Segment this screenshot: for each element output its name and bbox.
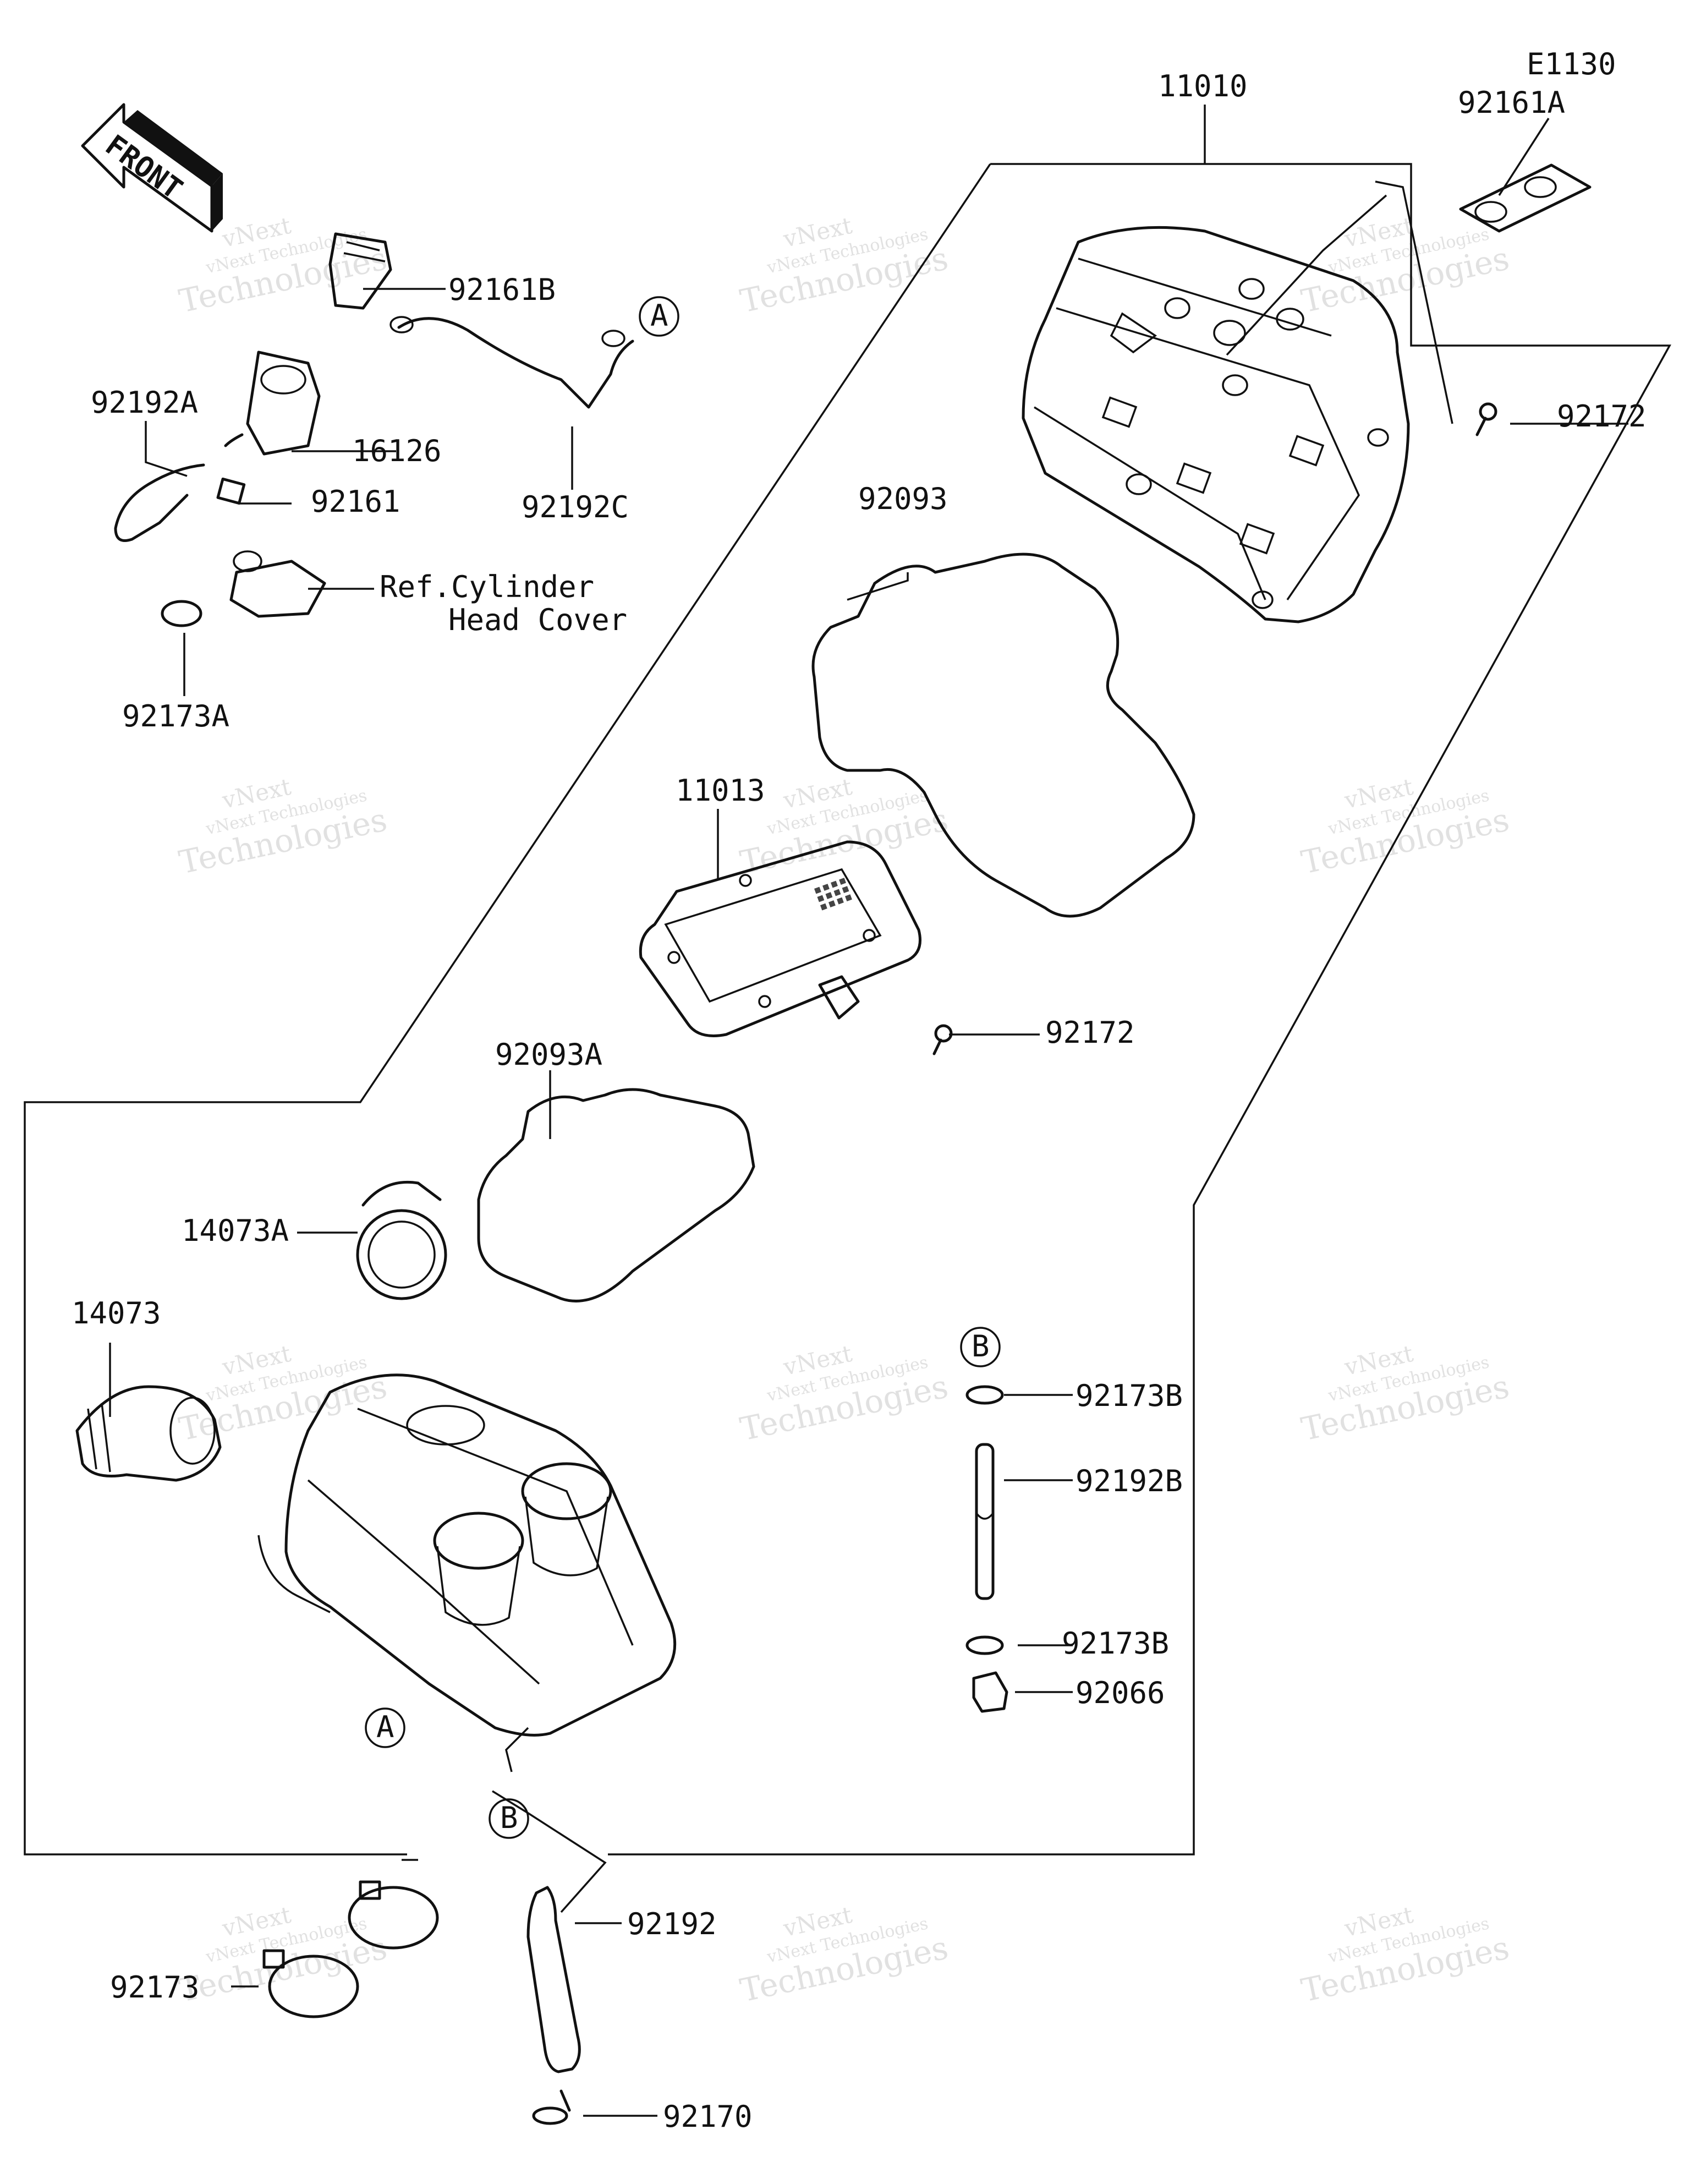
label-92170: 92170 — [663, 2099, 753, 2134]
label-92192a: 92192A — [91, 385, 198, 420]
screw-92172-mid — [932, 1024, 953, 1055]
marker-a-bottom: A — [365, 1707, 405, 1748]
clamp-92173a — [161, 600, 202, 627]
cap-92066 — [972, 1671, 1008, 1713]
air-cleaner-upper-housing — [1022, 226, 1410, 623]
watermark-6: vNext vNext Technologies Technologies — [1298, 773, 1513, 882]
marker-b-right-label: B — [972, 1329, 990, 1364]
hose-92192c — [389, 316, 634, 409]
label-ref-line2: Head Cover — [448, 603, 627, 637]
label-92173b-top: 92173B — [1076, 1378, 1183, 1413]
watermark-3: vNext vNext Technologies Technologies — [1298, 212, 1513, 320]
label-92172-top: 92172 — [1557, 399, 1647, 434]
watermark-8: vNext vNext Technologies Technologies — [737, 1340, 952, 1448]
label-92192: 92192 — [627, 1907, 717, 1941]
label-92173b-bottom: 92173B — [1062, 1626, 1169, 1661]
label-92172-mid: 92172 — [1045, 1015, 1135, 1050]
watermark-4: vNext vNext Technologies Technologies — [176, 773, 391, 882]
gasket-92093 — [811, 552, 1195, 918]
label-92093a: 92093A — [495, 1037, 602, 1072]
part-labels: 11010 92161A 92172 92161B 92192A 16126 9… — [72, 69, 1647, 2134]
watermark-1: vNext vNext Technologies Technologies — [176, 212, 391, 320]
label-92173: 92173 — [110, 1970, 200, 2005]
marker-b-bottom-label: B — [500, 1800, 518, 1835]
label-92161a: 92161A — [1458, 85, 1565, 120]
screw-92172-top — [1475, 402, 1497, 436]
label-ref-line1: Ref.Cylinder — [380, 570, 594, 604]
hose-92192a — [114, 463, 205, 542]
diagram-code: E1130 — [1527, 47, 1616, 81]
label-16126: 16126 — [352, 434, 442, 468]
label-92173a: 92173A — [122, 699, 229, 734]
gasket-92093a — [477, 1088, 755, 1302]
front-arrow-shadow-side — [212, 173, 223, 231]
front-arrow: FRONT — [81, 103, 223, 233]
valve-16126 — [224, 351, 321, 456]
watermark-2: vNext vNext Technologies Technologies — [737, 212, 952, 320]
hose-92192 — [526, 1886, 581, 2073]
duct-14073 — [75, 1385, 222, 1482]
label-11013: 11013 — [676, 773, 765, 808]
air-cleaner-lower-housing — [257, 1373, 677, 1772]
watermark-11: vNext vNext Technologies Technologies — [737, 1901, 952, 2010]
label-14073: 14073 — [72, 1296, 161, 1331]
marker-a-top-label: A — [650, 298, 668, 333]
plate-92161a — [1459, 163, 1592, 233]
clamp-92173 — [262, 1880, 439, 2018]
front-arrow-shadow — [124, 110, 223, 186]
watermark-12: vNext vNext Technologies Technologies — [1298, 1901, 1513, 2010]
block-92161 — [216, 477, 246, 505]
watermark-7: vNext vNext Technologies Technologies — [176, 1340, 391, 1448]
ref-cylinder-head-cover-part — [229, 550, 326, 618]
clamp-92173b-bottom — [965, 1635, 1004, 1655]
label-92192c: 92192C — [522, 490, 629, 524]
marker-b-bottom: B — [489, 1798, 529, 1839]
clamp-92173b-top — [965, 1385, 1004, 1405]
funnel-right — [521, 1462, 612, 1577]
assembly-outline-left — [24, 163, 991, 1855]
hose-92192b — [975, 1443, 995, 1600]
air-filter-element-11013 — [639, 840, 921, 1037]
callout-lines — [109, 105, 1628, 2117]
block-92161b — [328, 232, 392, 310]
funnel-left — [433, 1512, 524, 1626]
marker-a-top: A — [639, 296, 679, 337]
label-92161b: 92161B — [448, 272, 556, 307]
label-92093: 92093 — [858, 481, 948, 516]
clip-92170 — [532, 2089, 571, 2125]
watermark-9: vNext vNext Technologies Technologies — [1298, 1340, 1513, 1448]
label-14073a: 14073A — [182, 1213, 289, 1248]
duct-14073a — [356, 1180, 447, 1300]
label-92192b: 92192B — [1076, 1464, 1183, 1498]
label-11010: 11010 — [1158, 69, 1248, 103]
marker-a-bottom-label: A — [376, 1710, 394, 1744]
label-92161: 92161 — [311, 484, 400, 519]
marker-b-right: B — [960, 1327, 1001, 1367]
assembly-outline — [608, 163, 1671, 1855]
label-92066: 92066 — [1076, 1676, 1165, 1710]
